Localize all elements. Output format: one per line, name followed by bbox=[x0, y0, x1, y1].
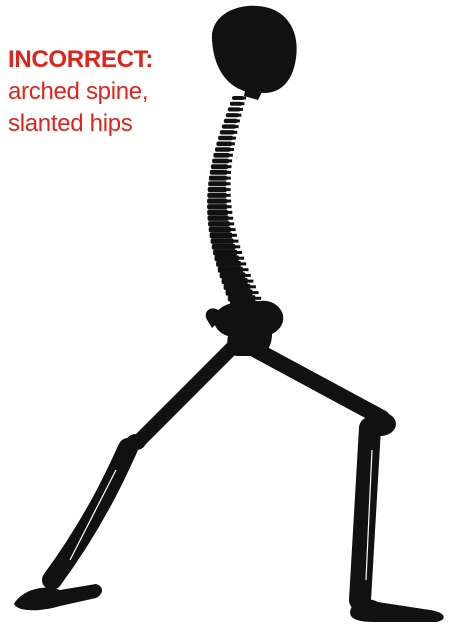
spine bbox=[207, 96, 264, 307]
spinous-process bbox=[253, 297, 261, 300]
vertebra bbox=[210, 233, 233, 239]
vertebra bbox=[208, 181, 227, 186]
vertebra bbox=[215, 255, 239, 261]
spinous-process bbox=[237, 114, 241, 117]
vertebra bbox=[210, 170, 228, 175]
spinous-process bbox=[226, 211, 232, 214]
spinous-process bbox=[230, 234, 237, 237]
vertebra bbox=[207, 204, 227, 209]
vertebra bbox=[207, 210, 228, 215]
vertebra bbox=[218, 267, 243, 273]
spinous-process bbox=[239, 108, 243, 111]
spinous-process bbox=[227, 159, 232, 162]
spinous-process bbox=[246, 280, 254, 283]
vertebra bbox=[208, 221, 230, 227]
vertebra bbox=[209, 227, 231, 233]
vertebra bbox=[216, 261, 241, 267]
vertebra bbox=[220, 272, 246, 278]
spinous-process bbox=[232, 240, 239, 243]
spinous-process bbox=[225, 182, 231, 185]
vertebra bbox=[208, 215, 229, 221]
vertebra bbox=[212, 159, 229, 164]
spinous-process bbox=[230, 142, 235, 145]
vertebra bbox=[213, 153, 229, 158]
spinous-process bbox=[225, 194, 231, 197]
vertebra bbox=[228, 295, 256, 301]
vertebra bbox=[216, 142, 232, 147]
vertebra bbox=[207, 193, 227, 198]
spinous-process bbox=[226, 205, 232, 208]
spinous-process bbox=[240, 102, 244, 105]
spinous-process bbox=[225, 177, 231, 180]
spinous-process bbox=[241, 268, 248, 271]
spinous-process bbox=[235, 251, 242, 254]
vertebra bbox=[218, 136, 233, 141]
spinous-process bbox=[228, 154, 233, 157]
left-tibia bbox=[52, 448, 128, 580]
spinous-process bbox=[234, 125, 239, 128]
spinous-process bbox=[251, 291, 259, 294]
spinous-process bbox=[229, 148, 234, 151]
spinous-process bbox=[233, 245, 240, 248]
spinous-process bbox=[237, 257, 244, 260]
spinous-process bbox=[242, 97, 246, 100]
spinous-process bbox=[236, 119, 240, 122]
spinous-process bbox=[227, 217, 233, 220]
spinous-process bbox=[226, 171, 231, 174]
vertebra bbox=[207, 198, 227, 203]
spinous-process bbox=[228, 222, 234, 225]
spinous-process bbox=[233, 131, 238, 134]
spinous-process bbox=[229, 228, 236, 231]
vertebra bbox=[213, 250, 237, 256]
spinous-process bbox=[226, 165, 231, 168]
right-femur bbox=[256, 350, 382, 418]
vertebra bbox=[222, 278, 248, 284]
spinous-process bbox=[225, 200, 231, 203]
spinous-process bbox=[225, 188, 231, 191]
right-foot bbox=[350, 599, 444, 622]
spinous-process bbox=[239, 262, 246, 265]
spinous-process bbox=[243, 274, 250, 277]
vertebra bbox=[211, 164, 228, 169]
vertebra bbox=[215, 147, 231, 152]
vertebra bbox=[224, 284, 251, 290]
vertebra bbox=[211, 238, 234, 244]
spinous-process bbox=[248, 285, 256, 288]
vertebra bbox=[209, 176, 227, 181]
vertebra bbox=[226, 289, 253, 295]
vertebra bbox=[220, 130, 235, 134]
vertebra bbox=[222, 124, 236, 128]
vertebra bbox=[208, 187, 227, 192]
vertebra bbox=[212, 244, 236, 250]
skull bbox=[212, 6, 297, 93]
left-femur bbox=[140, 344, 236, 440]
spinous-process bbox=[231, 137, 236, 140]
